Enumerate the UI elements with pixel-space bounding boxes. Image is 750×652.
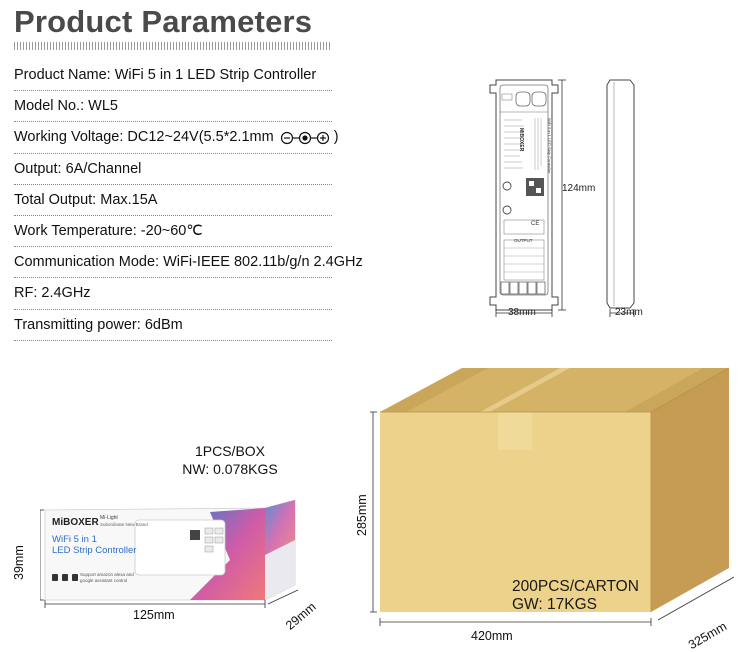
carton-height-label: 285mm bbox=[355, 494, 369, 536]
param-output: Output: 6A/Channel bbox=[14, 154, 332, 185]
package-title-line2: LED Strip Controller bbox=[52, 545, 137, 556]
device-front-drawing bbox=[489, 79, 566, 317]
carton-image bbox=[370, 367, 735, 626]
param-value-suffix: ) bbox=[333, 129, 339, 146]
param-label: Working Voltage: bbox=[14, 129, 124, 146]
param-label: Transmitting power: bbox=[14, 316, 141, 333]
param-value: -20~60℃ bbox=[140, 222, 203, 239]
param-value: WL5 bbox=[88, 98, 118, 115]
package-brand-sub: Mi-Light bbox=[100, 515, 118, 521]
dc-polarity-icon bbox=[280, 131, 329, 144]
param-value: WiFi-IEEE 802.11b/g/n 2.4GHz bbox=[163, 254, 363, 271]
device-ce-label: CE bbox=[531, 221, 540, 227]
param-working-voltage: Working Voltage: DC12~24V(5.5*2.1mm ) bbox=[14, 122, 339, 154]
param-label: Model No.: bbox=[14, 98, 85, 115]
param-value: Max.15A bbox=[100, 191, 158, 208]
param-value: DC12~24V(5.5*2.1mm bbox=[127, 129, 274, 146]
device-height-label: 124mm bbox=[562, 183, 596, 194]
param-label: Product Name: bbox=[14, 67, 111, 83]
param-label: Work Temperature: bbox=[14, 222, 137, 239]
package-box-image bbox=[40, 500, 299, 608]
param-communication-mode: Communication Mode: WiFi-IEEE 802.11b/g/… bbox=[14, 247, 363, 279]
param-label: Communication Mode: bbox=[14, 254, 160, 271]
param-label: Total Output: bbox=[14, 191, 97, 208]
param-product-name: Product Name: WiFi 5 in 1 LED Strip Cont… bbox=[14, 60, 332, 92]
param-work-temperature: Work Temperature: -20~60℃ bbox=[14, 216, 332, 248]
device-depth-label: 23mm bbox=[615, 307, 643, 318]
title-underline bbox=[14, 42, 332, 50]
package-support-line1: Support amazon alexa and bbox=[80, 572, 134, 577]
package-support-line2: google assistant control bbox=[80, 578, 128, 583]
device-brand-label: MiBOXER bbox=[518, 128, 524, 152]
param-total-output: Total Output: Max.15A bbox=[14, 185, 332, 216]
carton-gw-label: GW: 17KGS bbox=[512, 596, 597, 613]
param-model-no: Model No.: WL5 bbox=[14, 91, 332, 123]
package-title-line1: WiFi 5 in 1 bbox=[52, 534, 97, 545]
parameter-list: Product Name: WiFi 5 in 1 LED Strip Cont… bbox=[14, 60, 363, 341]
param-transmitting-power: Transmitting power: 6dBm bbox=[14, 310, 332, 341]
box-net-weight: NW: 0.078KGS bbox=[182, 461, 278, 477]
carton-pcs-label: 200PCS/CARTON bbox=[512, 578, 639, 595]
package-height-label: 39mm bbox=[12, 545, 26, 580]
param-rf: RF: 2.4GHz bbox=[14, 278, 332, 310]
package-length-label: 125mm bbox=[133, 608, 175, 622]
param-label: RF: bbox=[14, 285, 38, 302]
param-value: 6A/Channel bbox=[65, 160, 142, 177]
param-label: Output: bbox=[14, 160, 62, 177]
device-side-drawing bbox=[606, 79, 635, 317]
device-width-label: 38mm bbox=[508, 307, 536, 318]
carton-width-label: 420mm bbox=[471, 629, 513, 643]
device-output-label: OUTPUT bbox=[514, 238, 533, 243]
package-brand: MiBOXER bbox=[52, 517, 99, 528]
param-value: WiFi 5 in 1 LED Strip Controller bbox=[114, 67, 317, 83]
box-quantity: 1PCS/BOX bbox=[194, 443, 266, 459]
param-value: 2.4GHz bbox=[41, 285, 91, 302]
device-model-label: WiFi 5 in 1 LED Strip Controller bbox=[547, 118, 552, 174]
package-brand-sub2: Subordinate New Brand bbox=[100, 522, 148, 527]
param-value: 6dBm bbox=[144, 316, 183, 333]
page-title: Product Parameters bbox=[14, 4, 313, 39]
